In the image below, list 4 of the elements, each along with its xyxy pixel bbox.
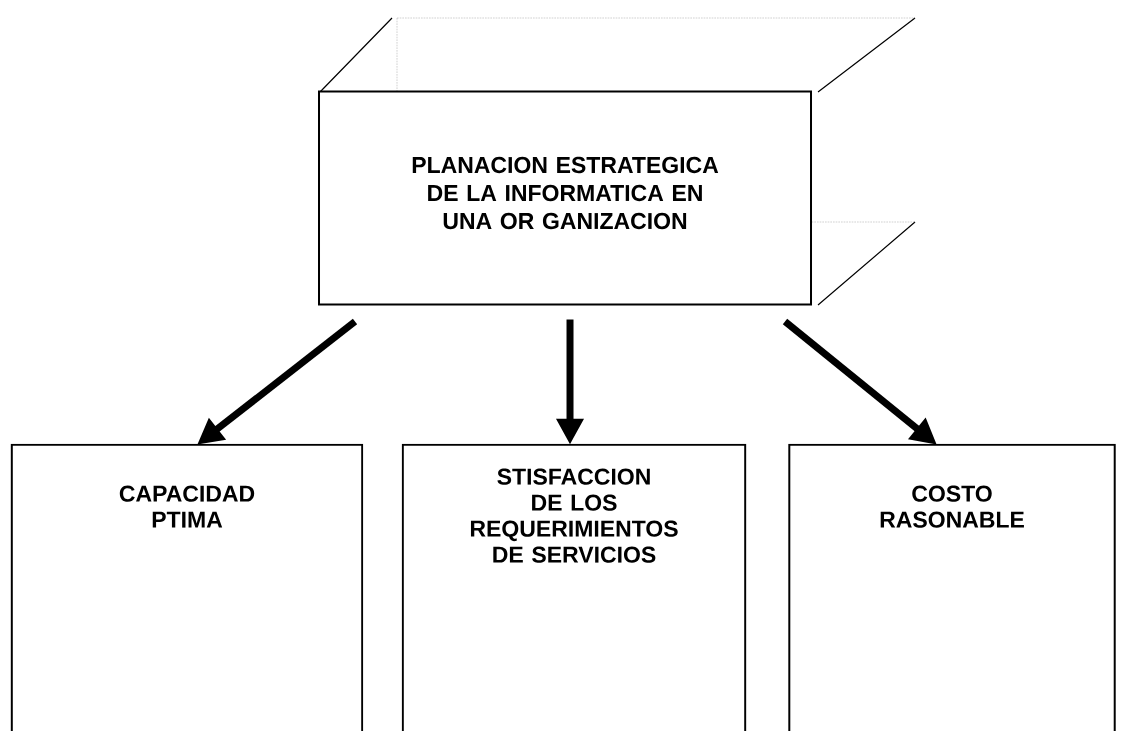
process-box: CAPACIDAD PTIMA <box>10 443 364 731</box>
process-box: COSTO RASONABLE <box>788 443 1116 731</box>
process-box: PLANACION ESTRATEGICA DE LA INFORMATICA EN UNA OR GANIZACION <box>318 90 812 306</box>
process-box: STISFACCION DE LOS REQUERIMIENTOS DE SERVICIOS <box>401 443 747 731</box>
